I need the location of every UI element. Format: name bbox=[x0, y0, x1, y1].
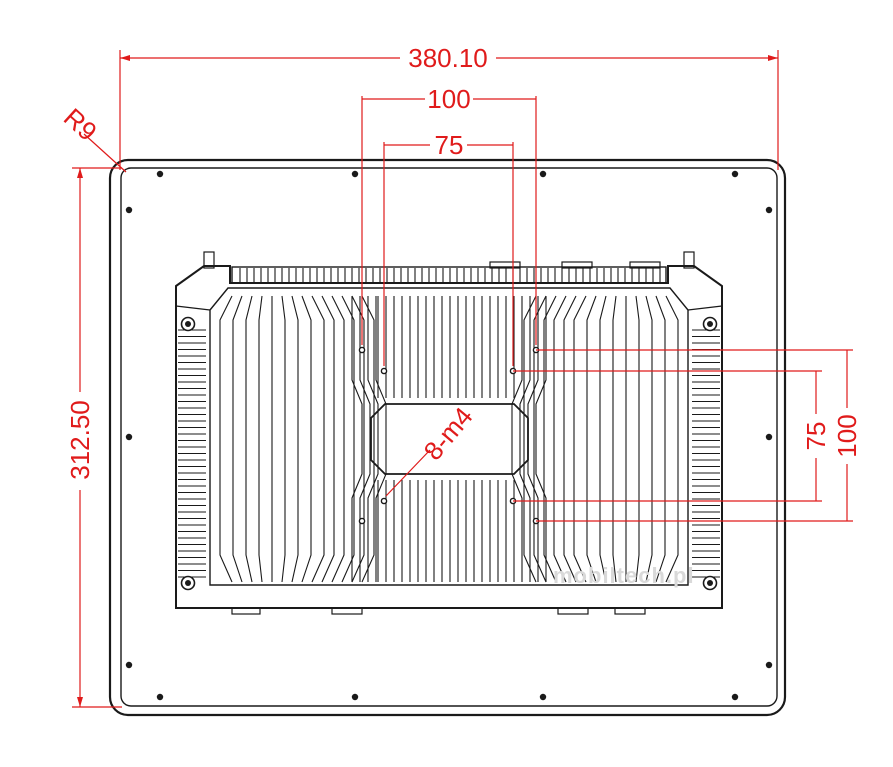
housing-screw-center bbox=[707, 580, 713, 586]
heatsink-fin bbox=[331, 295, 345, 583]
heatsink-fin bbox=[511, 296, 523, 582]
heatsink-fin bbox=[341, 295, 355, 583]
heatsink-fin bbox=[258, 295, 263, 583]
housing-screw-center bbox=[185, 321, 191, 327]
vesa-hole bbox=[358, 517, 366, 525]
vesa-100-horizontal-label: 100 bbox=[427, 84, 470, 114]
heatsink-fin bbox=[553, 295, 567, 583]
heatsink-fin bbox=[367, 296, 379, 582]
panel-screw-holes bbox=[125, 170, 773, 701]
heatsink-fin bbox=[245, 295, 253, 583]
heatsink-fin bbox=[519, 296, 531, 582]
heatsink-fins bbox=[219, 295, 679, 583]
vesa-mount-holes bbox=[358, 346, 540, 525]
panel-screw-hole bbox=[539, 170, 547, 178]
heatsink-fin bbox=[612, 295, 617, 583]
heatsink-fin bbox=[655, 295, 666, 583]
side-fin-stack bbox=[178, 329, 720, 578]
vesa-75-vertical-label: 75 bbox=[801, 422, 831, 451]
heatsink-fin bbox=[359, 296, 371, 582]
panel-screw-hole bbox=[156, 170, 164, 178]
panel-screw-hole bbox=[156, 693, 164, 701]
watermark: mobiltech.pl bbox=[553, 563, 695, 588]
heatsink-fin bbox=[311, 295, 325, 583]
corner-radius-label: R9 bbox=[58, 102, 103, 147]
heatsink-fin bbox=[375, 296, 387, 582]
heatsink-fin bbox=[351, 295, 365, 583]
dimension-corner-radius: R9 bbox=[58, 102, 127, 173]
heatsink-fin bbox=[665, 295, 679, 583]
vesa-100-vertical-label: 100 bbox=[832, 414, 862, 457]
housing-screw-center bbox=[707, 321, 713, 327]
panel-screw-hole bbox=[351, 170, 359, 178]
heatsink-fin bbox=[563, 295, 577, 583]
heatsink-fin bbox=[351, 296, 363, 582]
panel-screw-hole bbox=[125, 206, 133, 214]
panel-screw-hole bbox=[765, 206, 773, 214]
overall-width-label: 380.10 bbox=[408, 43, 488, 73]
panel-frame bbox=[108, 158, 787, 717]
dimension-vesa-75-vertical: 75 bbox=[513, 370, 831, 502]
housing-screw-center bbox=[185, 580, 191, 586]
heatsink-fin bbox=[635, 295, 640, 583]
mount-holes-label: 8-m4 bbox=[418, 401, 479, 466]
overall-height-label: 312.50 bbox=[65, 400, 95, 480]
dimension-overall-width: 380.10 bbox=[119, 43, 779, 170]
panel-screw-hole bbox=[765, 433, 773, 441]
heatsink-fin bbox=[586, 295, 597, 583]
computer-housing bbox=[175, 251, 723, 615]
heatsink-fin bbox=[533, 295, 547, 583]
heatsink-fin bbox=[321, 295, 335, 583]
vesa-75-horizontal-label: 75 bbox=[435, 130, 464, 160]
top-fin-strip bbox=[239, 268, 661, 282]
dimension-vesa-100-vertical: 100 bbox=[536, 349, 862, 522]
heatsink-fin bbox=[301, 295, 312, 583]
heatsink-fin bbox=[291, 295, 299, 583]
housing-screws bbox=[180, 316, 718, 591]
heatsink-fin bbox=[599, 295, 607, 583]
heatsink-fin bbox=[543, 295, 557, 583]
heatsink-fin bbox=[535, 296, 547, 582]
panel-screw-hole bbox=[125, 661, 133, 669]
vesa-hole bbox=[380, 367, 388, 375]
panel-screw-hole bbox=[765, 661, 773, 669]
vesa-hole bbox=[380, 497, 388, 505]
panel-screw-hole bbox=[351, 693, 359, 701]
heatsink-fin bbox=[219, 295, 233, 583]
panel-screw-hole bbox=[125, 433, 133, 441]
center-label-window bbox=[370, 403, 529, 475]
heatsink-fin bbox=[281, 295, 286, 583]
dimension-mount-holes: 8-m4 bbox=[385, 401, 479, 497]
heatsink-fin bbox=[645, 295, 653, 583]
panel-screw-hole bbox=[539, 693, 547, 701]
heatsink-fin bbox=[573, 295, 587, 583]
dimension-overall-height: 312.50 bbox=[65, 167, 122, 708]
dimension-vesa-75-horizontal: 75 bbox=[383, 130, 514, 366]
vesa-hole bbox=[358, 346, 366, 354]
heatsink-fin bbox=[232, 295, 243, 583]
panel-screw-hole bbox=[731, 693, 739, 701]
dimension-vesa-100-horizontal: 100 bbox=[361, 84, 537, 345]
panel-screw-hole bbox=[731, 170, 739, 178]
